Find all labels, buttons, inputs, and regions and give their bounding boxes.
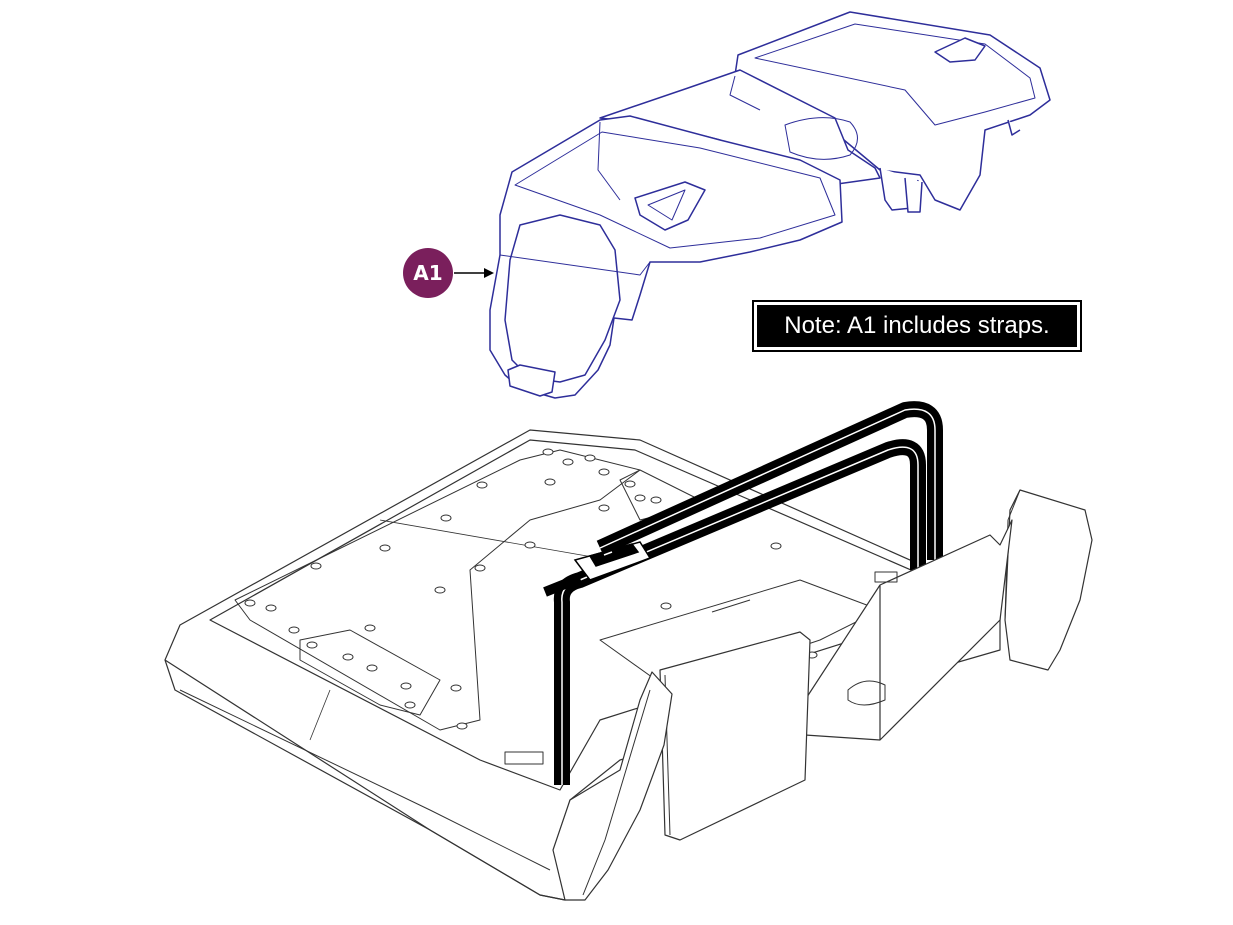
base-platform [164, 429, 1001, 901]
seat-cover-shroud [489, 11, 1051, 399]
battery-straps [543, 401, 943, 785]
note-text: Note: A1 includes straps. [757, 305, 1077, 347]
note-box: Note: A1 includes straps. [752, 300, 1082, 352]
strap-buckle [573, 541, 652, 581]
callout-badge-a1: A1 [403, 248, 453, 298]
battery-cradle [504, 489, 1093, 901]
callout-arrow [454, 268, 494, 278]
